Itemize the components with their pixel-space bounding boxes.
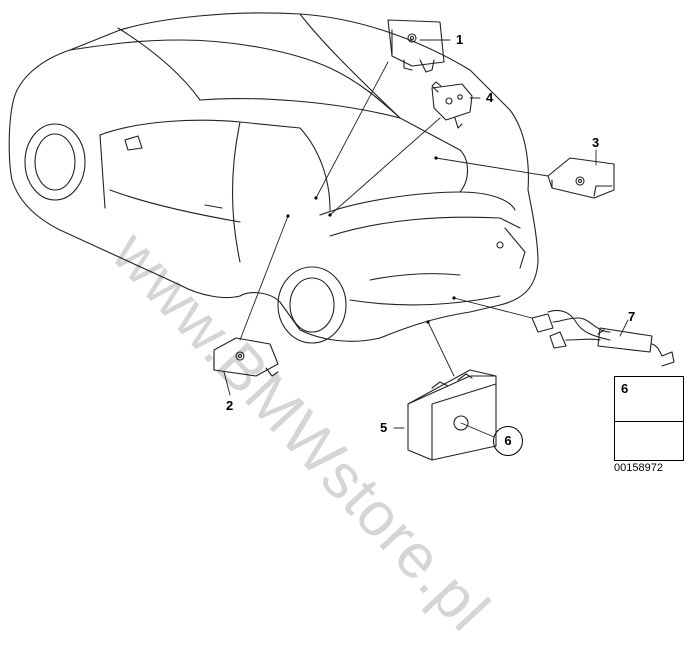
- leader-lines: [223, 39, 629, 438]
- callout-2: 2: [226, 398, 234, 413]
- callout-6-box: 6: [621, 381, 629, 396]
- part-3-module: [547, 157, 615, 199]
- callout-3: 3: [592, 135, 600, 150]
- callout-6-circle: 6: [493, 426, 523, 456]
- arrow-detail-box: [614, 421, 684, 461]
- part-2-module: [213, 337, 279, 377]
- callout-4: 4: [486, 90, 494, 105]
- part-5-control-unit: [407, 369, 497, 461]
- callout-5: 5: [380, 420, 388, 435]
- part-7-cable-harness: [531, 309, 675, 367]
- part-1-module: [387, 19, 445, 73]
- callout-1: 1: [456, 32, 464, 47]
- document-number: 00158972: [614, 462, 663, 474]
- parts-diagram: [8, 12, 679, 461]
- callout-7: 7: [628, 309, 636, 324]
- car-illustration: [8, 12, 539, 344]
- nut-detail-box: [614, 376, 684, 422]
- part-4-module: [431, 81, 473, 129]
